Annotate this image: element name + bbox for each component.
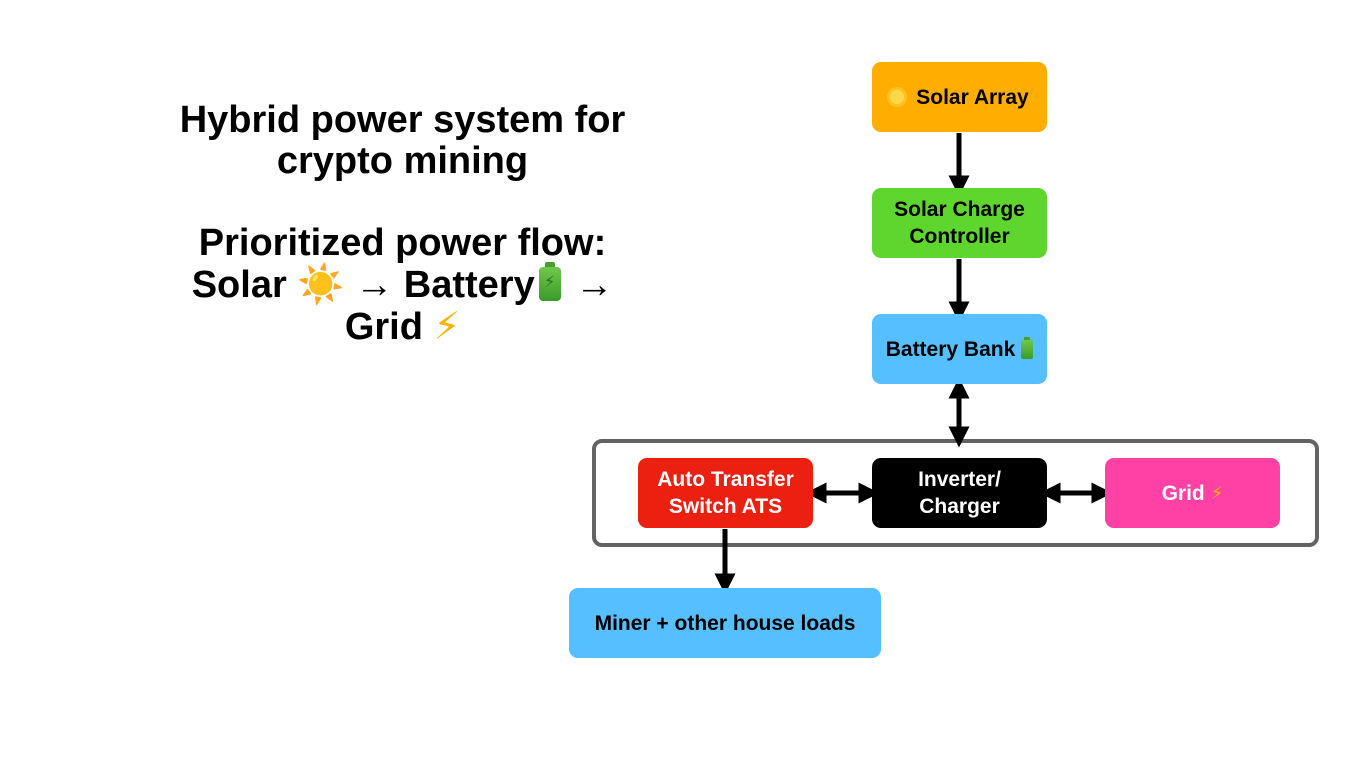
inverter-node: Inverter/ Charger bbox=[872, 458, 1047, 528]
grid-node: Grid ⚡ bbox=[1105, 458, 1280, 528]
sun-icon bbox=[890, 90, 905, 104]
grid-label: Grid bbox=[1161, 481, 1205, 505]
title-block: Hybrid power system for crypto mining Pr… bbox=[130, 100, 675, 348]
flow-heading: Prioritized power flow: bbox=[198, 222, 607, 264]
ats-label: Auto Transfer Switch ATS bbox=[657, 468, 794, 518]
solar-array-node: Solar Array bbox=[872, 62, 1047, 132]
flow-line-3: Grid ⚡ bbox=[130, 306, 675, 348]
charge-controller-node: Solar Charge Controller bbox=[872, 188, 1047, 258]
loads-label: Miner + other house loads bbox=[594, 611, 856, 635]
battery-bank-node: Battery Bank bbox=[872, 314, 1047, 384]
high-voltage-icon: ⚡ bbox=[433, 304, 461, 348]
priority-flow: Prioritized power flow: Solar ☀️ → Batte… bbox=[130, 223, 675, 348]
flow-arrow-2: → bbox=[575, 264, 614, 306]
title-line-1: Hybrid power system for bbox=[179, 99, 626, 141]
high-voltage-icon: ⚡ bbox=[1210, 482, 1224, 504]
charge-controller-label: Solar Charge Controller bbox=[894, 198, 1025, 248]
battery-icon bbox=[1021, 336, 1034, 359]
flow-battery-label: Battery bbox=[403, 264, 535, 306]
battery-bank-label: Battery Bank bbox=[885, 337, 1016, 361]
loads-node: Miner + other house loads bbox=[569, 588, 881, 658]
ats-node: Auto Transfer Switch ATS bbox=[638, 458, 813, 528]
flow-solar-label: Solar bbox=[191, 264, 287, 306]
solar-array-label: Solar Array bbox=[916, 85, 1029, 109]
battery-icon bbox=[538, 262, 561, 301]
sun-icon: ☀️ bbox=[297, 262, 345, 306]
title-line-2: crypto mining bbox=[276, 140, 529, 182]
flow-arrow-1: → bbox=[355, 264, 394, 306]
flow-grid-label: Grid bbox=[344, 306, 423, 348]
inverter-label: Inverter/ Charger bbox=[918, 468, 1001, 518]
flow-line-2: Solar ☀️ → Battery → bbox=[130, 262, 675, 306]
